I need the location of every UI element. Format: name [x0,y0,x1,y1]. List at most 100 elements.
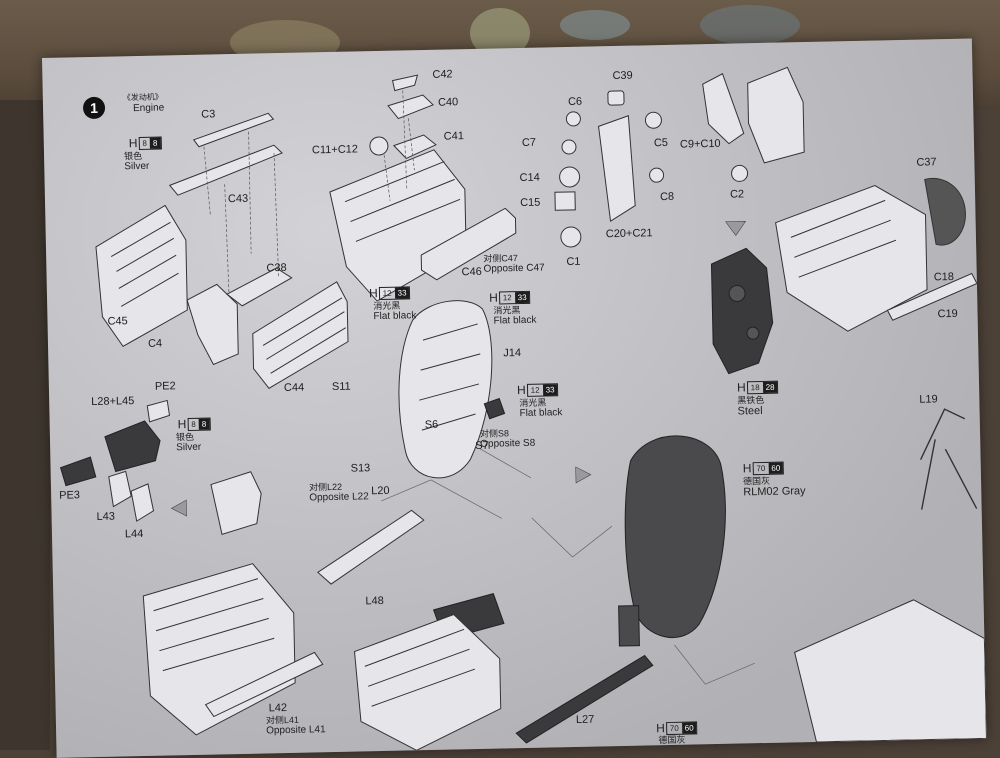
engine-assembly-drawing [59,66,987,751]
paint-name-cn: 银色 [123,150,143,162]
dark-steel-housing [710,247,774,375]
paint-smudge [700,5,800,45]
opposite-label-en: Opposite L41 [266,724,326,737]
paint-code-alt: 8 [198,418,210,430]
part-label: C39 [612,69,633,83]
engine-front-housing [747,66,805,164]
part-c40 [387,94,434,120]
part-label: C46 [461,265,482,279]
part-label: S6 [424,418,439,432]
part-label: C38 [266,261,287,275]
exhaust-stack-mid [210,471,262,535]
part-c5 [644,111,662,129]
paint-code-alt: 60 [768,462,784,474]
part-label: PE3 [59,489,81,502]
part-label: C9+C10 [679,137,721,151]
paint-name: 消光黑 Flat black [373,300,416,323]
paint-name: 德国灰 [658,735,685,746]
part-label: C20+C21 [605,227,653,241]
paint-code-alt: 8 [149,137,161,149]
paint-code: 12 [382,288,392,298]
paint-code: 8 [191,419,196,429]
part-c14 [559,166,581,188]
part-label: S13 [350,462,371,475]
part-pe3 [59,456,97,487]
part-label: C37 [916,156,937,169]
part-label: C11+C12 [311,143,359,157]
part-label: L42 [268,702,288,715]
opposite-label: 对侧S8 Opposite S8 [480,428,535,451]
part-label: C40 [437,96,459,109]
opposite-label-en: Opposite L22 [309,491,369,504]
part-l19-frame [919,408,978,510]
part-c45 [95,204,188,348]
part-l42 [204,651,324,718]
part-c2 [731,164,749,182]
paint-code-alt: 28 [762,381,778,393]
part-label: C3 [201,108,216,121]
paint-name: 德国灰 RLM02 Gray [743,475,806,499]
paint-name-cn: 黑铁色 [737,394,765,406]
paint-code: 18 [750,382,760,392]
block-ribs [262,297,346,374]
paint-code: 12 [502,292,512,302]
part-label: L19 [919,393,938,406]
part-label: C5 [653,136,669,150]
part-label: C2 [729,188,745,201]
opposite-label-en: Opposite C47 [483,262,545,276]
paint-code-alt: 60 [681,721,697,734]
engine-lower-center [353,613,502,751]
instruction-sheet: 1 《发动机》 Engine C3 C43 C45 C4 C38 C44 C42… [42,38,987,758]
paint-name: 银色 Silver [124,151,149,173]
part-c18-c19-rails [886,272,978,321]
part-c39 [607,90,625,106]
part-c37 [924,177,966,246]
part-c38 [226,267,293,307]
step-title-cn: 《发动机》 [122,92,163,103]
part-l48 [317,509,425,585]
engine-block-detail [344,161,461,242]
part-label: C18 [933,270,955,284]
paint-brand: H [516,382,526,398]
paint-code: 70 [669,723,679,733]
assembly-guide-lines [381,448,755,685]
part-label: J14 [503,347,522,360]
paint-name-en: RLM02 Gray [743,485,806,499]
part-label: C43 [227,192,249,206]
part-c8 [649,167,665,183]
part-c46 [420,207,517,281]
part-c9-c10 [702,73,745,145]
desk-edge [0,100,50,750]
part-label: L43 [96,510,116,523]
step-title-en: Engine [132,102,165,115]
paint-name-en: Steel [737,405,763,418]
part-c42 [391,74,419,92]
part-c1 [560,226,582,248]
part-label: C42 [432,68,453,81]
gray-seat-back [624,435,726,639]
paint-brand: H [128,136,138,151]
part-l44 [130,483,155,522]
paint-brand: H [656,721,665,736]
engine-lower-center-detail [364,628,476,707]
paint-code: 70 [756,463,766,473]
part-label: L44 [124,527,144,541]
paint-name-cn: 银色 [175,431,195,443]
part-label: PE2 [154,380,176,393]
arrow-left [170,499,187,517]
arrow-right [575,466,592,484]
panel-ribs [110,221,179,307]
part-label: L28+L45 [91,395,135,409]
opposite-label: 对侧C47 Opposite C47 [483,253,545,276]
part-label: C7 [521,136,537,149]
part-label: L48 [365,594,384,608]
part-c3 [192,112,275,148]
part-label: L20 [371,484,390,498]
